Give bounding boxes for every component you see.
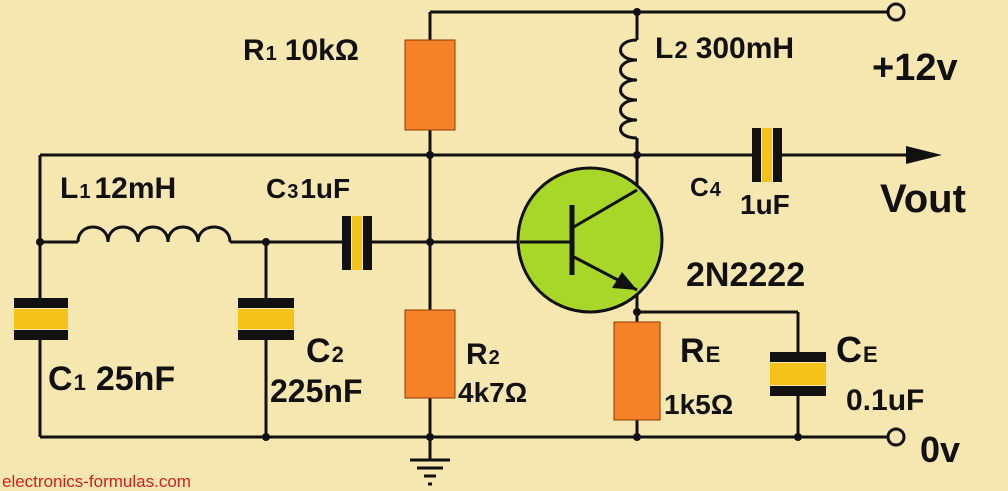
re-value: 1k5Ω	[664, 389, 733, 420]
resistor-r1	[404, 39, 456, 131]
c4-label: C4	[690, 172, 722, 202]
output-label: Vout	[880, 177, 966, 221]
r2-value: 4k7Ω	[458, 377, 527, 408]
ce-value: 0.1uF	[846, 384, 924, 417]
transistor-label: 2N2222	[686, 256, 805, 294]
inductor-l2	[619, 38, 638, 140]
output-arrow	[906, 146, 942, 164]
ground-terminal	[886, 427, 906, 447]
r2-label: R2	[466, 338, 500, 371]
wires	[38, 10, 910, 460]
c2-value: 225nF	[270, 373, 362, 409]
ce-label: CE	[836, 329, 878, 370]
capacitor-ce	[770, 352, 826, 396]
resistor-r2	[404, 309, 456, 399]
c2-label: C2	[306, 332, 344, 370]
ground-label: 0v	[920, 429, 960, 470]
capacitor-c3	[342, 216, 372, 270]
junction-dots	[36, 8, 802, 441]
supply-terminal	[886, 2, 906, 22]
transistor-q1	[516, 166, 664, 314]
ground-symbol	[410, 458, 450, 486]
re-label: RE	[680, 332, 720, 370]
supply-label: +12v	[872, 47, 958, 89]
capacitor-c1	[14, 298, 68, 340]
c4-value: 1uF	[740, 189, 790, 220]
capacitor-c2	[238, 298, 294, 340]
watermark: electronics-formulas.com	[2, 472, 191, 491]
inductor-l1	[76, 225, 232, 243]
resistor-re	[613, 321, 661, 421]
c3-label: C31uF	[266, 173, 350, 204]
capacitor-c4	[752, 128, 782, 182]
